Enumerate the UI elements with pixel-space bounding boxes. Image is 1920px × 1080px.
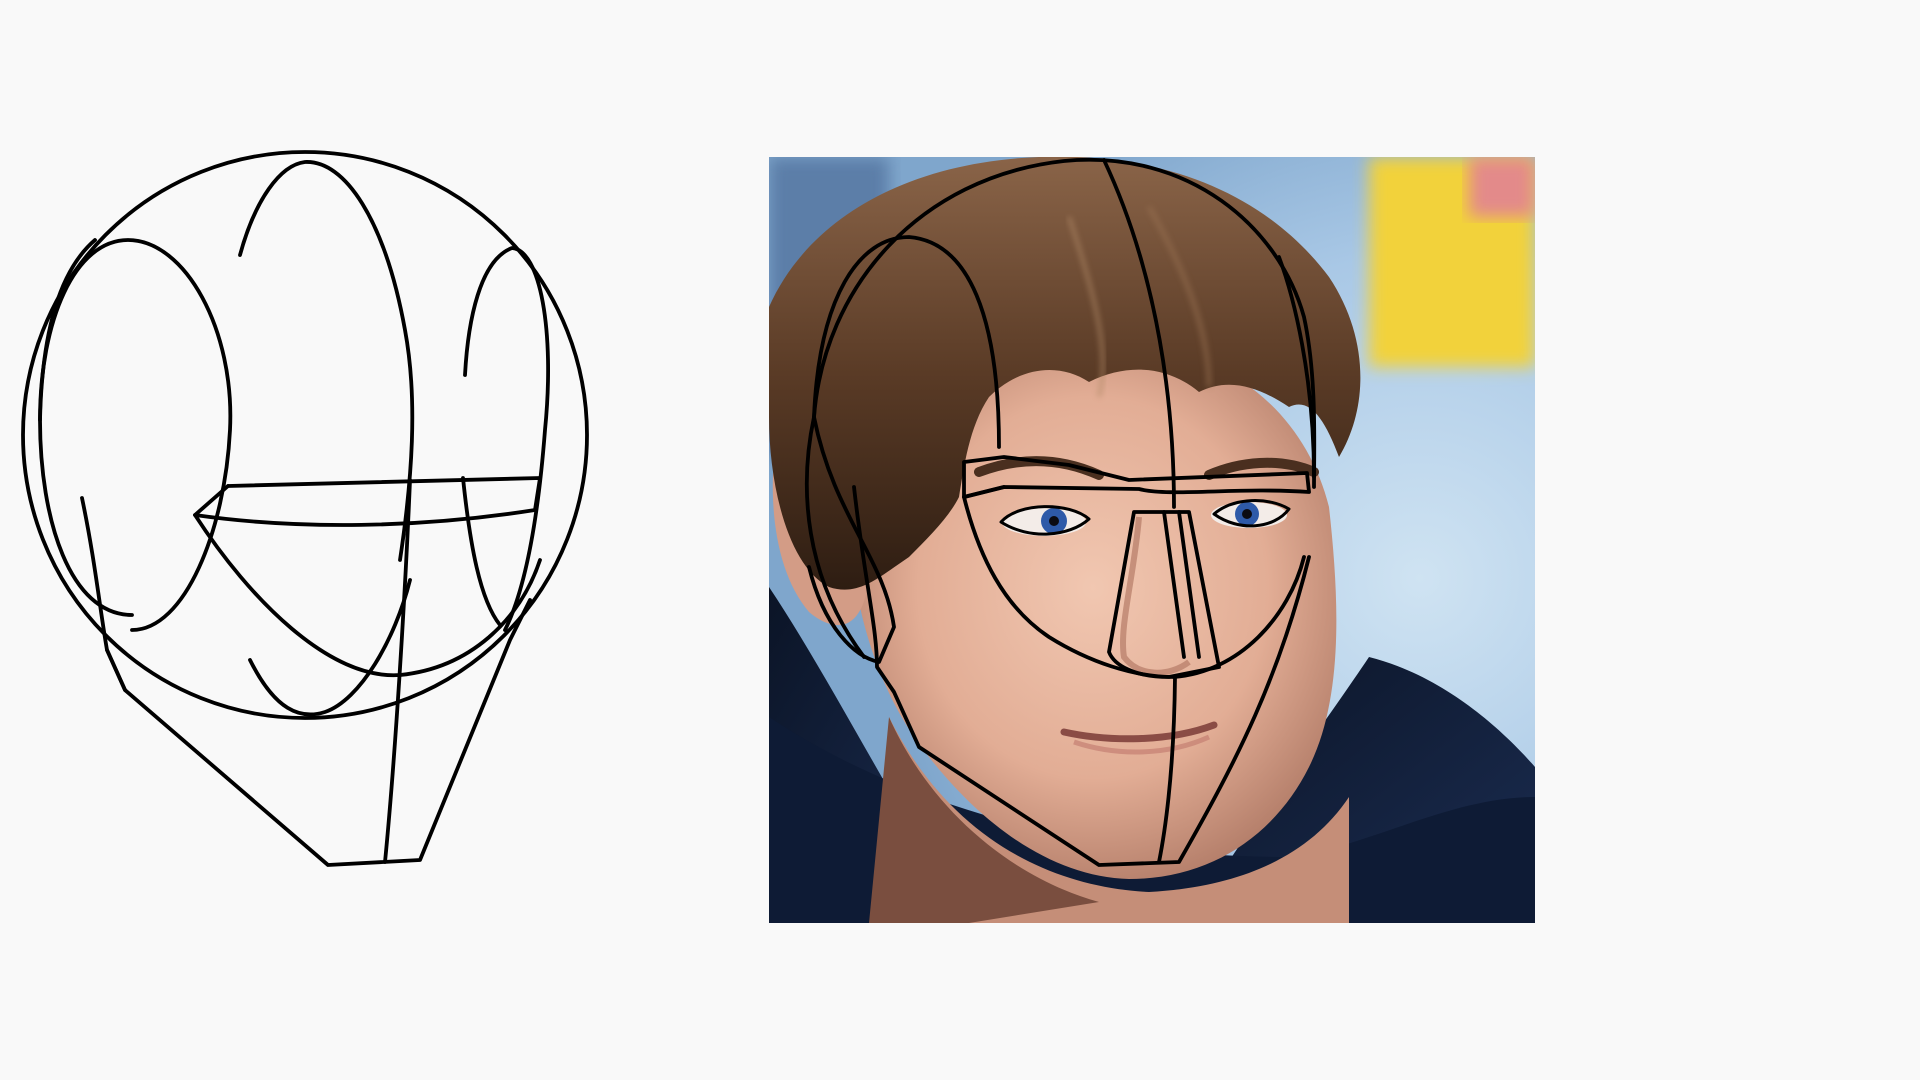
portrait-image (769, 157, 1535, 923)
overlay-side-oval (807, 235, 1001, 664)
wireframe-overlay (804, 157, 1317, 867)
wireframe-left (21, 150, 589, 867)
cranium-sphere (21, 150, 589, 720)
overlay-centerline (1102, 158, 1176, 509)
side-plane-oval (38, 238, 233, 632)
overlay-jaw (852, 485, 1311, 867)
centerline (383, 478, 412, 864)
top-arc-left (238, 160, 415, 562)
hair (769, 157, 1361, 590)
overlay-cranium (812, 157, 1317, 489)
overlay-face-oval (962, 495, 1306, 679)
brow-band (193, 476, 542, 527)
jaw-block (80, 496, 532, 867)
lower-arc (193, 513, 542, 677)
face-skin (849, 349, 1337, 879)
right-side-arc (463, 246, 550, 632)
overlay-brow-plane (962, 455, 1311, 499)
portrait-photo (769, 157, 1535, 923)
overlay-nose (1107, 510, 1221, 679)
